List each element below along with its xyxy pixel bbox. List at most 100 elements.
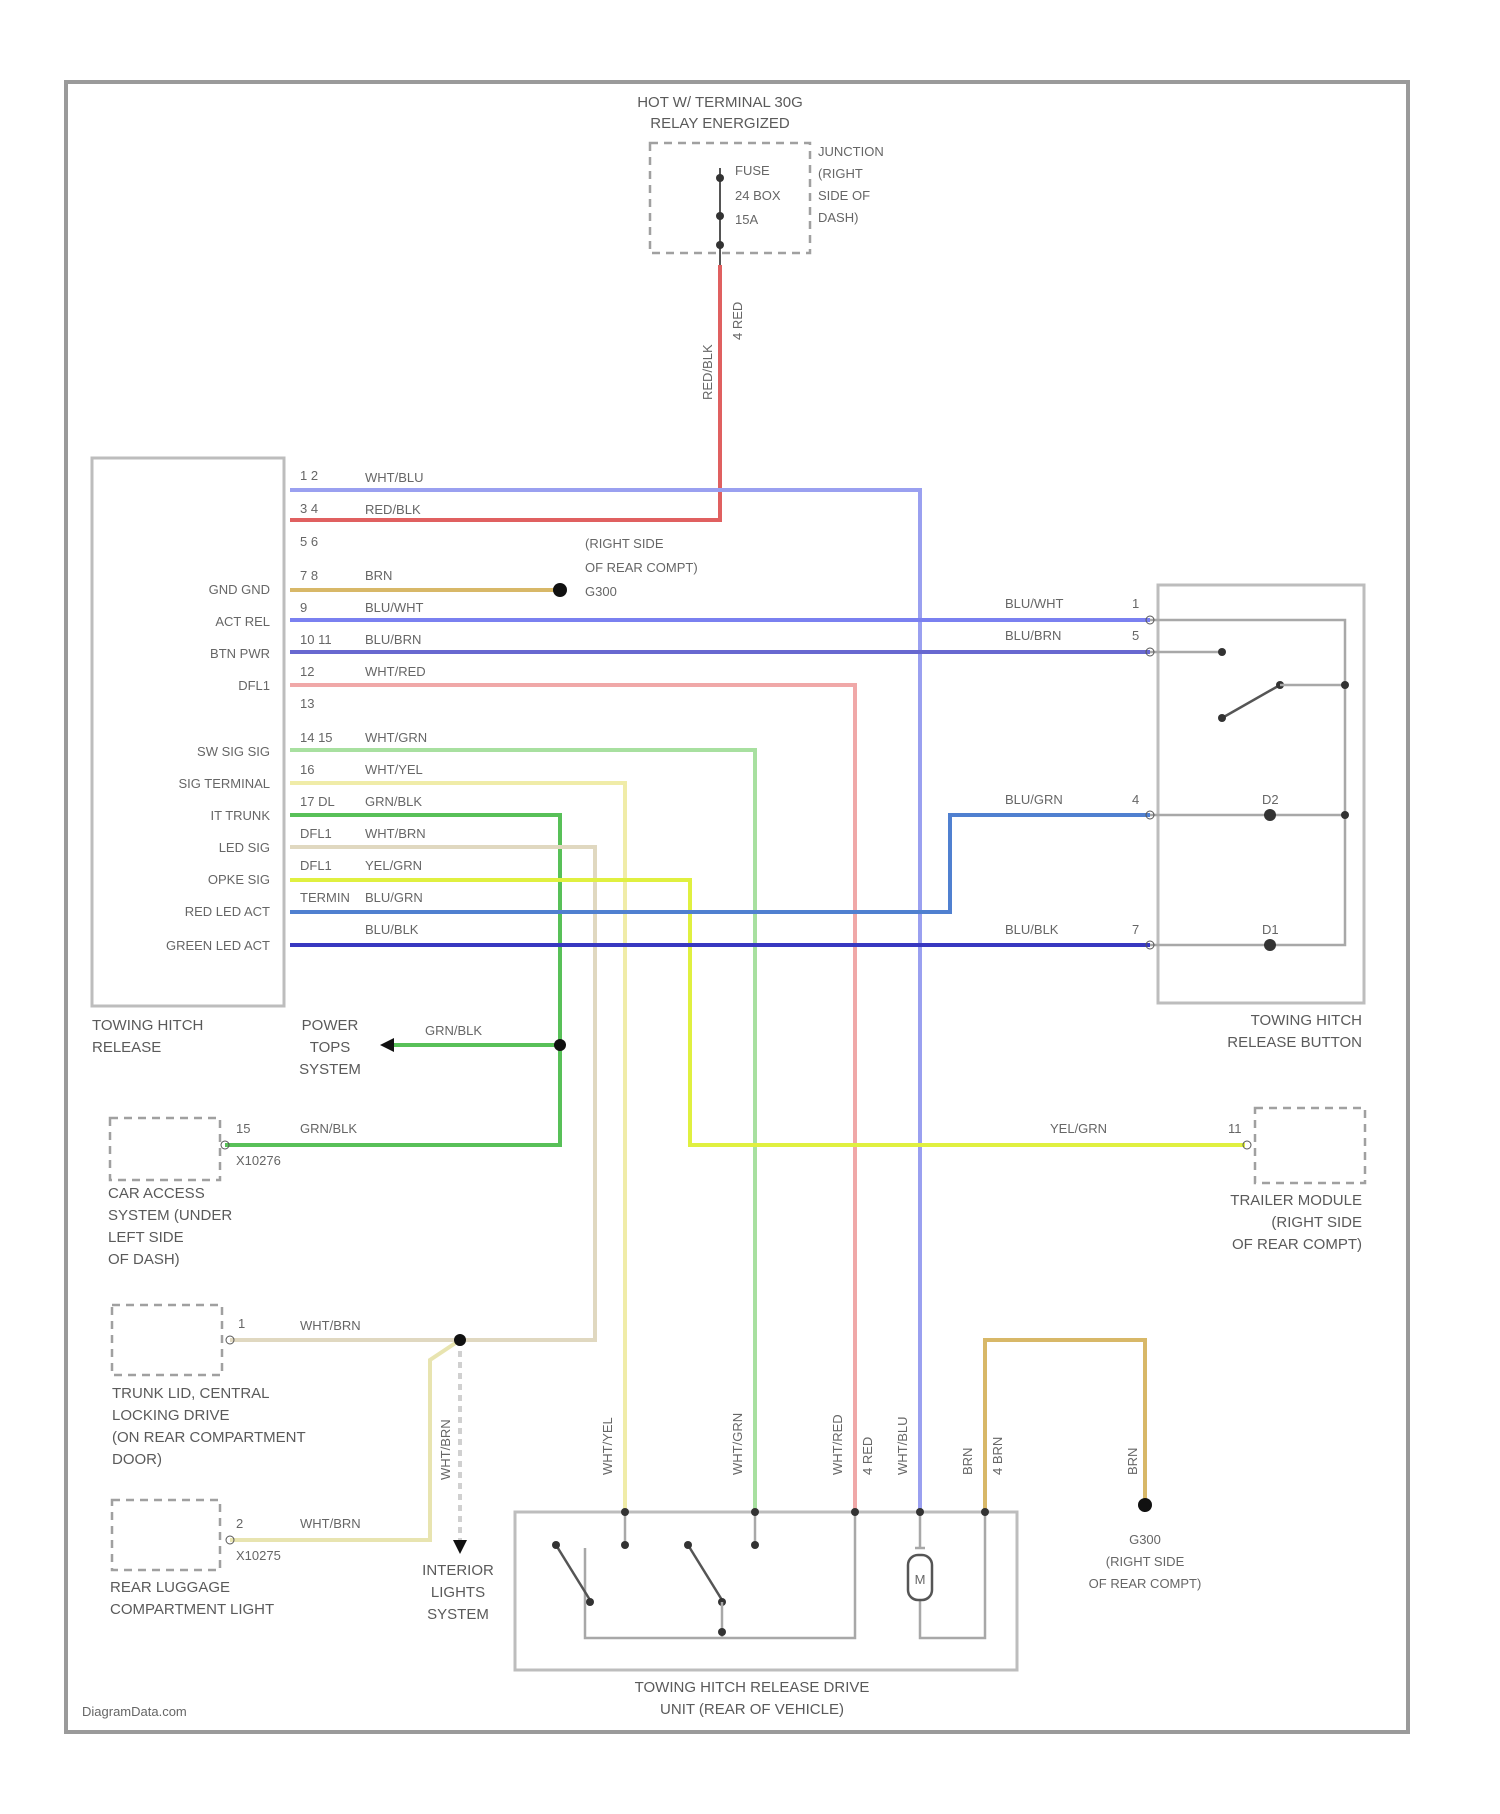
interior-3: SYSTEM xyxy=(427,1606,489,1623)
module-wire-color: YEL/GRN xyxy=(365,858,422,873)
module-left-label: RED LED ACT xyxy=(185,904,270,919)
ground-symbol xyxy=(553,583,567,597)
module-pin: DFL1 xyxy=(300,858,332,873)
trunk-lid: 1 WHT/BRN TRUNK LID, CENTRAL LOCKING DRI… xyxy=(112,1305,466,1468)
drive-wire-label: WHT/GRN xyxy=(730,1413,745,1475)
drive-unit: M WHT/YEL WHT/GRN WHT/RED WHT/BLU BRN BR… xyxy=(515,1413,1140,1718)
car-access-4: OF DASH) xyxy=(108,1251,180,1268)
ground-label-2: OF REAR COMPT) xyxy=(585,560,698,575)
module-wire-color: RED/BLK xyxy=(365,502,421,517)
drive-wire-label: WHT/YEL xyxy=(600,1417,615,1475)
trailer-1: TRAILER MODULE xyxy=(1230,1192,1362,1209)
module-wire-color: BLU/WHT xyxy=(365,600,424,615)
ground-label-3: G300 xyxy=(585,584,617,599)
ground-label-1: (RIGHT SIDE xyxy=(585,536,664,551)
interior-1: INTERIOR xyxy=(422,1562,494,1579)
drive-switch-1-a xyxy=(552,1541,560,1549)
car-access-box xyxy=(110,1118,220,1180)
fuse-label-3: 15A xyxy=(735,212,758,227)
button-pin-label: 1 xyxy=(1132,596,1139,611)
fuse-label-1: FUSE xyxy=(735,163,770,178)
car-access: 15 X10276 GRN/BLK CAR ACCESS SYSTEM (UND… xyxy=(108,1118,357,1268)
car-access-pin-label: 15 xyxy=(236,1121,250,1136)
drive-unit-box xyxy=(515,1512,1017,1670)
drive-pin-3 xyxy=(851,1508,859,1516)
module-left-label: DFL1 xyxy=(238,678,270,693)
button-name-1: TOWING HITCH xyxy=(1251,1012,1362,1029)
button-led-label-d2: D2 xyxy=(1262,792,1279,807)
drive-switch-2 xyxy=(688,1545,722,1600)
ground-bottom-2: OF REAR COMPT) xyxy=(1089,1576,1202,1591)
junction-label-2: (RIGHT xyxy=(818,166,863,181)
power-tops-arrow xyxy=(380,1038,394,1052)
drive-pin-label: 4 BRN xyxy=(990,1437,1005,1475)
wire-yel-grn xyxy=(290,880,1245,1145)
trunk-lid-splice xyxy=(454,1334,466,1346)
button-switch-contact-b xyxy=(1218,714,1226,722)
module-pin: TERMIN xyxy=(300,890,350,905)
module-pin: 14 15 xyxy=(300,730,333,745)
module-left-label: LED SIG xyxy=(219,840,270,855)
module-left-label: GREEN LED ACT xyxy=(166,938,270,953)
wire-drive-ground xyxy=(985,1340,1145,1512)
module-wire-color: WHT/BRN xyxy=(365,826,426,841)
drive-pin-label: 4 RED xyxy=(860,1437,875,1475)
drive-switch-2-a xyxy=(684,1541,692,1549)
module-wire-color: WHT/BLU xyxy=(365,470,424,485)
ground-bottom-symbol xyxy=(1138,1498,1152,1512)
release-button: D2 D1 BLU/WHT BLU/BRN BLU/GRN BLU/BLK 1 … xyxy=(1005,585,1364,1051)
module-left-label: BTN PWR xyxy=(210,646,270,661)
drive-pin-5 xyxy=(981,1508,989,1516)
module-pin: 10 11 xyxy=(300,632,332,647)
module-name-2: RELEASE xyxy=(92,1039,161,1056)
trunk-lid-pin-label: 1 xyxy=(238,1316,245,1331)
trailer-module: 11 YEL/GRN TRAILER MODULE (RIGHT SIDE OF… xyxy=(1050,1108,1365,1253)
luggage-light: 2 X10275 WHT/BRN REAR LUGGAGE COMPARTMEN… xyxy=(110,1500,361,1618)
drive-node xyxy=(718,1628,726,1636)
button-node-2 xyxy=(1341,811,1349,819)
drive-wire-label: BRN xyxy=(1125,1448,1140,1475)
module-left-label: ACT REL xyxy=(215,614,270,629)
fuse-source: HOT W/ TERMINAL 30G RELAY ENERGIZED FUSE… xyxy=(637,94,884,400)
module-wire-color: GRN/BLK xyxy=(365,794,422,809)
drive-unit-name-1: TOWING HITCH RELEASE DRIVE xyxy=(635,1679,870,1696)
fuse-terminal-out xyxy=(716,241,724,249)
drive-unit-name-2: UNIT (REAR OF VEHICLE) xyxy=(660,1701,844,1718)
junction-label-4: DASH) xyxy=(818,210,858,225)
trailer-box xyxy=(1255,1108,1365,1183)
module-wire-color: BRN xyxy=(365,568,392,583)
wire-wht-grn xyxy=(290,750,755,1512)
button-wire-label: BLU/BRN xyxy=(1005,628,1061,643)
module-pin: 7 8 xyxy=(300,568,318,583)
button-led-label-d1: D1 xyxy=(1262,922,1279,937)
drive-pin-1 xyxy=(621,1508,629,1516)
module-wire-color: BLU/BLK xyxy=(365,922,419,937)
module-wire-color: WHT/RED xyxy=(365,664,426,679)
wire-wht-red xyxy=(290,685,855,1512)
module-wire-colors: WHT/BLU RED/BLK BRN BLU/WHT BLU/BRN WHT/… xyxy=(365,470,427,937)
button-wire-label: BLU/BLK xyxy=(1005,922,1059,937)
ground-bottom-id: G300 xyxy=(1129,1532,1161,1547)
trunk-lid-2: LOCKING DRIVE xyxy=(112,1407,230,1424)
module-left-label: OPKE SIG xyxy=(208,872,270,887)
module-name-1: TOWING HITCH xyxy=(92,1017,203,1034)
interior-wire: WHT/BRN xyxy=(438,1419,453,1480)
power-tops-wire: GRN/BLK xyxy=(425,1023,482,1038)
module-left-label: IT TRUNK xyxy=(211,808,271,823)
source-title-1: HOT W/ TERMINAL 30G xyxy=(637,94,803,111)
drive-switch-2-c xyxy=(751,1541,759,1549)
luggage-1: REAR LUGGAGE xyxy=(110,1579,230,1596)
trunk-lid-3: (ON REAR COMPARTMENT xyxy=(112,1429,306,1446)
button-switch-contact-a xyxy=(1218,648,1226,656)
fuse-terminal-top xyxy=(716,174,724,182)
module-pin: 13 xyxy=(300,696,314,711)
button-inner-loop xyxy=(1150,620,1345,945)
drive-wire-label: WHT/BLU xyxy=(895,1417,910,1476)
trunk-lid-box xyxy=(112,1305,222,1375)
luggage-connector: X10275 xyxy=(236,1548,281,1563)
button-wire-label: BLU/GRN xyxy=(1005,792,1063,807)
car-access-wire: GRN/BLK xyxy=(300,1121,357,1136)
button-wire-label: BLU/WHT xyxy=(1005,596,1064,611)
car-access-2: SYSTEM (UNDER xyxy=(108,1207,232,1224)
